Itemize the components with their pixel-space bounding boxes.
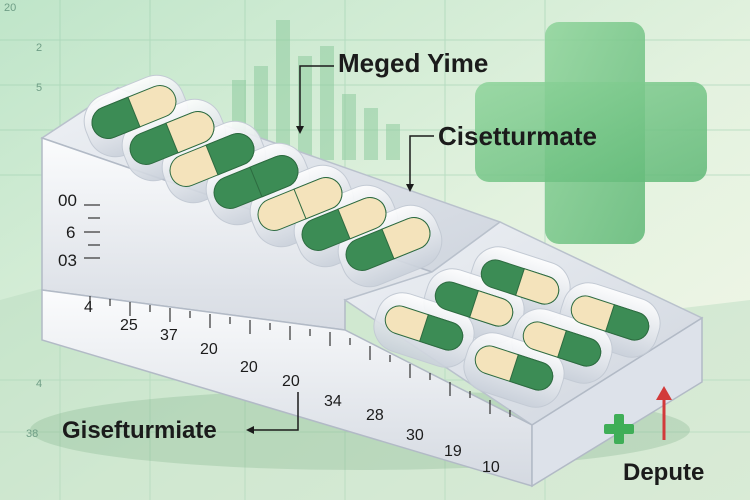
ruler-number: 10 <box>482 459 500 476</box>
medical-cross-icon-small <box>604 414 634 444</box>
capsule <box>474 345 554 391</box>
callout-label-top: Meged Yime <box>338 48 489 78</box>
ruler-number: 20 <box>200 341 218 358</box>
callout-pointers <box>252 65 434 431</box>
ruler-number: 37 <box>160 327 178 344</box>
ruler-number: 20 <box>240 359 258 376</box>
ruler-number: 25 <box>120 317 138 334</box>
capsule <box>301 197 387 251</box>
ruler-ticks <box>84 204 511 417</box>
background-axis-number: 5 <box>36 82 43 94</box>
capsule <box>257 177 343 231</box>
background-axis-number: 20 <box>4 2 17 14</box>
capsule <box>522 321 602 367</box>
ruler-number: 28 <box>366 407 384 424</box>
background-axis-number: 2 <box>36 42 43 54</box>
capsules-upper <box>91 85 431 271</box>
ruler-number: 20 <box>282 373 300 390</box>
ruler-numbers: 4 25 37 20 20 20 34 28 30 19 10 <box>84 299 500 476</box>
callout-label-right: Depute <box>623 459 705 486</box>
capsules-lower <box>384 259 650 391</box>
medical-cross-icon <box>475 22 707 244</box>
ruler-number: 34 <box>324 393 342 410</box>
capsule <box>480 259 560 305</box>
capsule <box>213 155 299 209</box>
ruler-number: 19 <box>444 443 462 460</box>
ruler-side-mark: 6 <box>66 223 75 242</box>
callout-arrowheads <box>246 126 414 434</box>
capsule <box>570 295 650 341</box>
capsule <box>345 217 431 271</box>
capsule <box>384 305 464 351</box>
ruler-side-mark: 03 <box>58 251 77 270</box>
ruler-number: 4 <box>84 299 93 316</box>
capsule <box>434 281 514 327</box>
capsule <box>129 111 215 165</box>
callout-label-left: Gisefturmiate <box>62 417 217 444</box>
ruler-number: 30 <box>406 427 424 444</box>
callout-label-middle: Cisetturmate <box>438 121 597 151</box>
ruler-side-mark: 00 <box>58 191 77 210</box>
ruler-side-marks: 00 6 03 <box>58 191 77 270</box>
capsule <box>169 133 255 187</box>
background-axis-number: 4 <box>36 378 43 390</box>
up-arrow-icon <box>656 386 672 440</box>
capsule <box>91 85 177 139</box>
background-axis-number: 38 <box>26 428 39 440</box>
